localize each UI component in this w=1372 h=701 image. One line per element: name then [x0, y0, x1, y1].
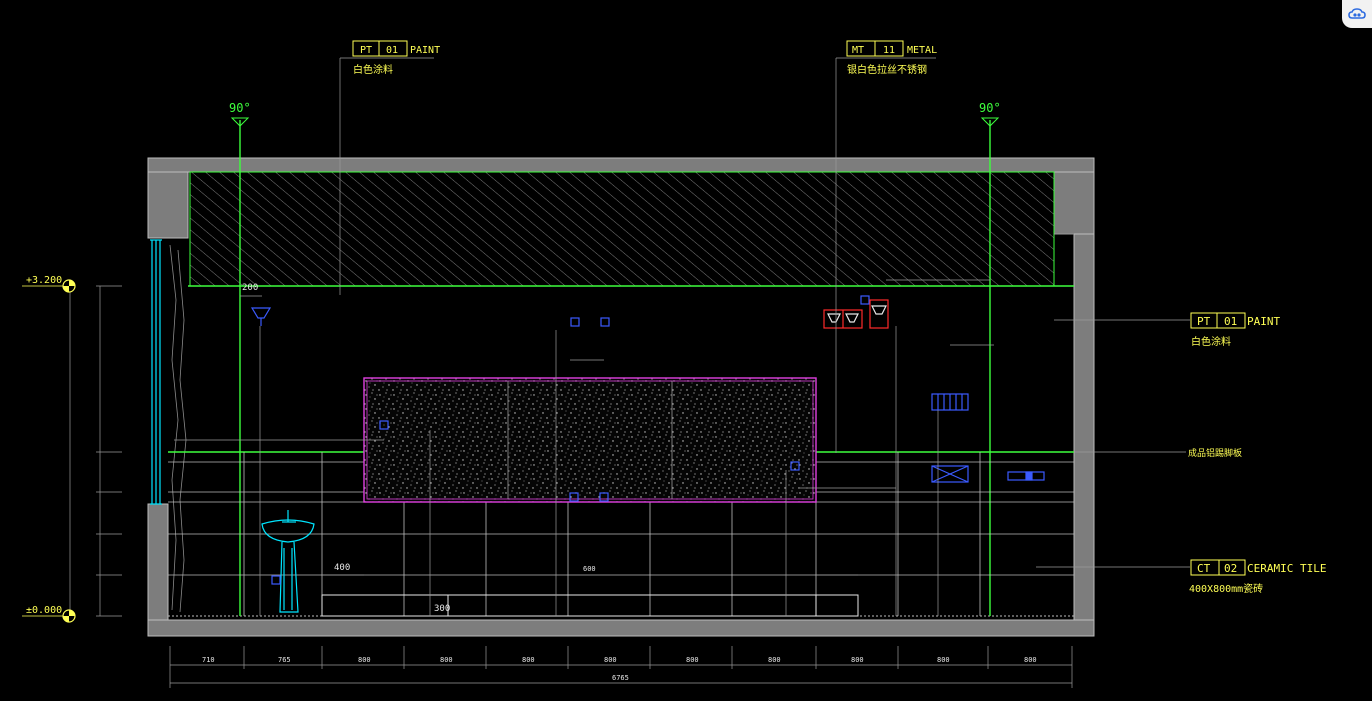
- svg-text:90°: 90°: [979, 101, 1001, 115]
- bottom-dimension-labels: 710 765 800 800 800 800 800 800 800 800 …: [202, 656, 1037, 682]
- level-bottom-label: ±0.000: [26, 605, 62, 616]
- level-top-label: +3.200: [26, 275, 62, 286]
- callout-num: 01: [386, 45, 398, 56]
- dim-total: 6765: [612, 674, 629, 682]
- level-marker-bottom: [62, 609, 76, 623]
- height-dimensions: [22, 285, 122, 617]
- glass-edge: [150, 239, 162, 505]
- callout-note: 银白色拉丝不锈钢: [847, 63, 927, 76]
- callout-num: 11: [883, 45, 895, 56]
- ceiling-lights-right: [823, 299, 889, 329]
- callout-note: 白色涂料: [353, 63, 393, 76]
- mirror-panel: [363, 377, 817, 503]
- pedestal-sink: [261, 510, 315, 613]
- dim-seg: 710: [202, 656, 215, 664]
- dim-seg: 765: [278, 656, 291, 664]
- dim-seg: 800: [1024, 656, 1037, 664]
- dim-seg: 800: [937, 656, 950, 664]
- dim-300: 300: [434, 604, 450, 614]
- dim-seg: 800: [686, 656, 699, 664]
- ceiling-light-left: [250, 307, 272, 326]
- callout-material: METAL: [907, 45, 937, 56]
- dim-400: 400: [334, 563, 350, 573]
- angle-marker-left: 90°: [229, 101, 251, 127]
- callout-code: PT: [1197, 315, 1211, 328]
- vanity-cabinet: [321, 594, 859, 617]
- callout-right-top: PT 01 PAINT 白色涂料: [1190, 312, 1280, 348]
- callout-material: PAINT: [410, 45, 440, 56]
- finish-lines: [168, 120, 1074, 616]
- callout-right-bottom: CT 02 CERAMIC TILE 400X800mm瓷砖: [1189, 559, 1326, 595]
- callout-num: 02: [1224, 562, 1237, 575]
- cloud-sync-button[interactable]: [1342, 0, 1372, 28]
- callout-material: CERAMIC TILE: [1247, 562, 1326, 575]
- dim-seg: 800: [604, 656, 617, 664]
- wall-section: [147, 157, 1095, 637]
- angle-marker-right: 90°: [979, 101, 1001, 127]
- dim-seg: 800: [358, 656, 371, 664]
- leader-lines: [174, 58, 1190, 616]
- callout-note: 白色涂料: [1191, 335, 1231, 348]
- ceiling-hatch: [189, 171, 1055, 287]
- callout-code: MT: [852, 45, 864, 56]
- dim-seg: 800: [522, 656, 535, 664]
- bottom-dimension-chain: [169, 646, 1073, 688]
- dim-seg: 800: [851, 656, 864, 664]
- callout-top-mid: MT 11 METAL 银白色拉丝不锈钢: [836, 40, 937, 76]
- dim-600: 600: [583, 565, 596, 573]
- level-marker-top: [62, 279, 76, 293]
- callout-num: 01: [1224, 315, 1237, 328]
- callout-code: PT: [360, 45, 372, 56]
- dim-200: 200: [242, 283, 258, 293]
- callout-top-left: PT 01 PAINT 白色涂料: [340, 40, 440, 76]
- callout-code: CT: [1197, 562, 1211, 575]
- callout-material: PAINT: [1247, 315, 1280, 328]
- cloud-sync-icon: [1348, 8, 1366, 19]
- dim-seg: 800: [768, 656, 781, 664]
- callout-note: 400X800mm瓷砖: [1189, 582, 1263, 595]
- dim-seg: 800: [440, 656, 453, 664]
- callout-right-mid: 成品铝踢脚板: [1188, 447, 1242, 459]
- svg-text:90°: 90°: [229, 101, 251, 115]
